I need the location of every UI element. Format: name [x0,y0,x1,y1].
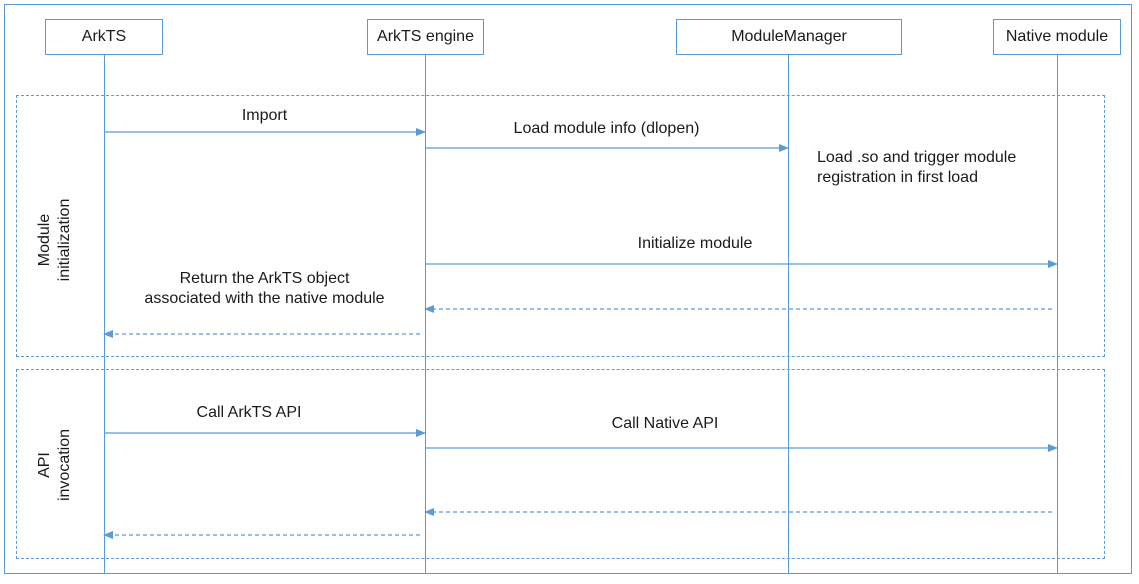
message-call-arkts-api: Call ArkTS API [196,404,302,421]
message-load-module-info: Load module info (dlopen) [513,120,700,137]
note-load-so: Load .so and trigger module registration… [817,148,1016,188]
lifeline-engine [425,55,426,574]
lifeline-native [1057,55,1058,574]
note-line1: Load .so and trigger module [817,149,1017,166]
participant-manager-label: ModuleManager [731,28,847,45]
note-line2: registration in first load [817,169,978,186]
group-module-initialization [16,95,1105,357]
lifeline-manager [788,55,789,574]
participant-arkts-engine: ArkTS engine [367,19,484,55]
message-import: Import [241,107,288,124]
lifeline-arkts [104,55,105,574]
participant-native-label: Native module [1005,28,1109,45]
participant-native-module: Native module [993,19,1121,55]
message-initialize-module: Initialize module [637,235,753,252]
message-return-line2: associated with the native module [144,290,385,307]
participant-arkts: ArkTS [45,19,163,55]
group-api-invocation [16,369,1105,559]
participant-module-manager: ModuleManager [676,19,902,55]
participant-arkts-label: ArkTS [81,28,127,45]
message-return-line1: Return the ArkTS object [179,270,350,287]
participant-engine-label: ArkTS engine [377,28,474,45]
diagram-frame [4,4,1132,574]
message-return-object: Return the ArkTS object associated with … [104,269,425,309]
message-call-native-api: Call Native API [611,415,719,432]
